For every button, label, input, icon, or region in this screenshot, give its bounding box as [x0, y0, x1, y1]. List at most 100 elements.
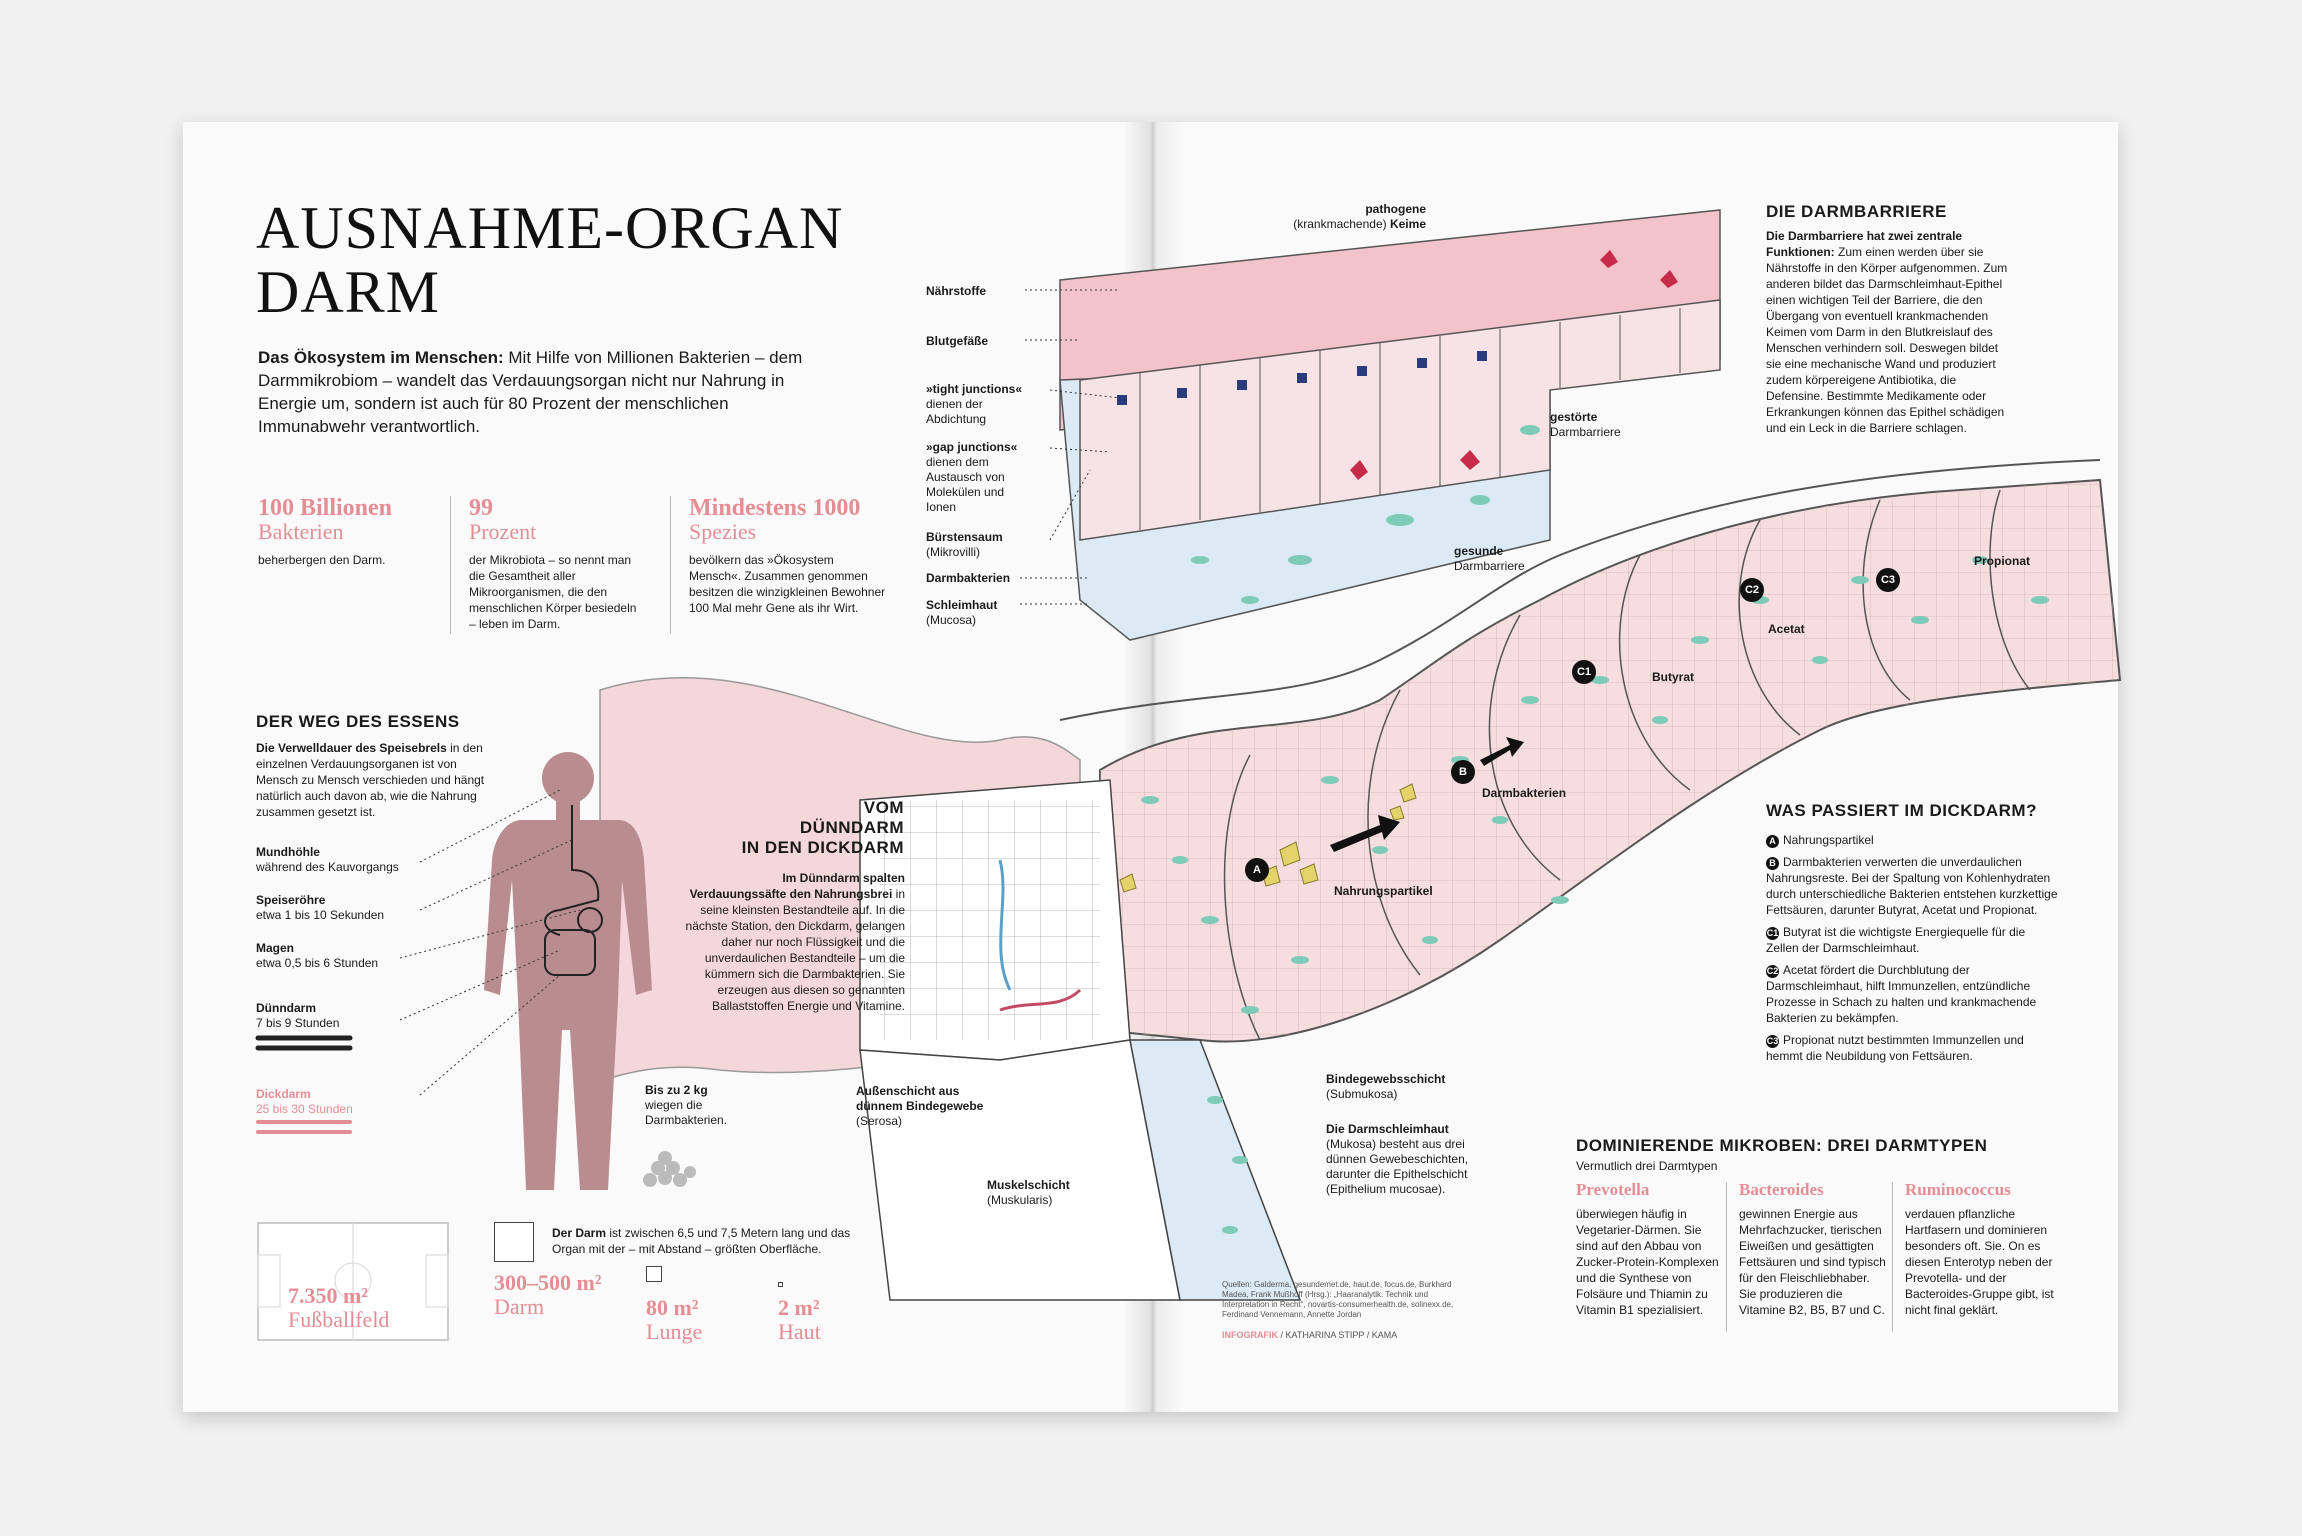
label-text: Nahrungspartikel: [1334, 884, 1433, 898]
stage-time: etwa 1 bis 10 Sekunden: [256, 908, 385, 922]
label-text: Blutgefäße: [926, 334, 989, 348]
vom-heading-line: DÜNNDARM: [799, 818, 904, 837]
area-num: 2 m²: [778, 1295, 820, 1320]
list-key: C1: [1766, 927, 1779, 940]
marker-b: B: [1451, 760, 1475, 784]
stat-sub: Spezies: [689, 519, 757, 544]
area-num: 300–500 m²: [494, 1270, 602, 1295]
area-haut: 2 m² Haut: [778, 1296, 821, 1344]
type-text: gewinnen Energie aus Mehrfachzucker, tie…: [1739, 1207, 1886, 1317]
label-schleimhaut: Schleimhaut(Mucosa): [926, 598, 997, 628]
stage-name: Dünndarm: [256, 1001, 316, 1015]
label-sub: (Muskularis): [987, 1193, 1053, 1207]
label-acetat: Acetat: [1768, 622, 1805, 637]
list-key: C3: [1766, 1035, 1779, 1048]
title-line-2: DARM: [256, 259, 441, 325]
stage-time: während des Kauvorgangs: [256, 860, 399, 874]
title-line-1: AUSNAHME-ORGAN: [256, 195, 844, 261]
stage-time: etwa 0,5 bis 6 Stunden: [256, 956, 379, 970]
lead-bold: Das Ökosystem im Menschen:: [258, 348, 504, 367]
stat-text: beherbergen den Darm.: [258, 553, 386, 567]
label-muskelschicht: Muskelschicht(Muskularis): [987, 1178, 1070, 1208]
weg-intro-text: in den einzelnen Verdauungsorganen ist v…: [256, 741, 485, 819]
area-darm: 300–500 m² Darm: [494, 1271, 614, 1319]
label-text: »tight junctions«: [926, 382, 1022, 396]
label-text: Muskelschicht: [987, 1178, 1070, 1192]
darmbarriere-body: Zum einen werden über sie Nährstoffe in …: [1766, 245, 2008, 435]
divider: [450, 496, 451, 634]
label-text: »gap junctions«: [926, 440, 1018, 454]
darmbarriere-text: Die Darmbarriere hat zwei zentrale Funkt…: [1766, 228, 2010, 436]
label-sub: (Mikrovilli): [926, 545, 980, 559]
area-intro-bold: Der Darm: [552, 1226, 607, 1240]
label-text: Butyrat: [1652, 670, 1695, 684]
label-butyrat: Butyrat: [1652, 670, 1694, 685]
label-bindegewebe: Bindegewebsschicht(Submukosa): [1326, 1072, 1445, 1102]
list-text: Butyrat ist die wichtigste Energiequelle…: [1766, 925, 2026, 955]
list-text: Nahrungspartikel: [1783, 833, 1874, 847]
type-text: überwiegen häufig in Vegetarier-Därmen. …: [1576, 1207, 1719, 1317]
credit: INFOGRAFIK / KATHARINA STIPP / KAMA: [1222, 1330, 1397, 1340]
marker-c2: C2: [1740, 578, 1764, 602]
stat-big: Mindestens 1000: [689, 495, 861, 521]
human-body-silhouette: [484, 752, 652, 1190]
list-item: A Nahrungspartikel: [1766, 832, 2060, 848]
darmbarriere-heading: DIE DARMBARRIERE: [1766, 202, 1947, 221]
stat-sub: Bakterien: [258, 519, 344, 544]
area-lbl: Fußballfeld: [288, 1307, 390, 1332]
darmbarriere-bold: Die Darmbarriere hat zwei zentrale Funkt…: [1766, 229, 1963, 259]
label-text: Acetat: [1768, 622, 1805, 636]
area-num: 7.350 m²: [288, 1283, 368, 1308]
list-key: C2: [1766, 965, 1779, 978]
stat-bakterien: 100 Billionen Bakterien beherbergen den …: [258, 496, 438, 568]
weg-intro-bold: Die Verwelldauer des Speisebrels: [256, 741, 447, 755]
type-name: Ruminococcus: [1905, 1180, 2011, 1199]
label-sub: dienen der Abdichtung: [926, 397, 987, 426]
type-ruminococcus: Ruminococcus verdauen pflanzliche Hartfa…: [1905, 1180, 2055, 1318]
label-propionat: Propionat: [1974, 554, 2030, 569]
area-lbl: Darm: [494, 1294, 545, 1319]
mikroben-sub: Vermutlich drei Darmtypen: [1576, 1159, 1718, 1173]
marker-c1: C1: [1572, 660, 1596, 684]
stat-prozent: 99 Prozent der Mikrobiota – so nennt man…: [469, 496, 639, 632]
area-lbl: Haut: [778, 1319, 821, 1344]
lead-text: Mit Hilfe von Millionen Bakterien – dem …: [258, 348, 803, 436]
type-name: Prevotella: [1576, 1180, 1650, 1199]
label-sub: Darmbarriere: [1550, 425, 1621, 439]
marker-a: A: [1245, 858, 1269, 882]
label-text: Bindegewebsschicht: [1326, 1072, 1446, 1086]
vom-text: Im Dünndarm spalten Verdauungssäfte den …: [683, 870, 905, 1014]
stage-time: 7 bis 9 Stunden: [256, 1016, 340, 1030]
stage-name: Speiseröhre: [256, 893, 326, 907]
list-text: Propionat nutzt bestimmten Immunzellen u…: [1766, 1033, 2024, 1063]
list-text: Darmbakterien verwerten die unverdaulich…: [1766, 855, 2058, 917]
vom-heading-line: IN DEN DICKDARM: [741, 838, 904, 857]
label-text: Darmbakterien: [926, 571, 1011, 585]
type-bacteroides: Bacteroides gewinnen Energie aus Mehrfac…: [1739, 1180, 1889, 1318]
label-text: Nährstoffe: [926, 284, 987, 298]
list-text: Acetat fördert die Durchblutung der Darm…: [1766, 963, 2037, 1025]
area-fussball: 7.350 m² Fußballfeld: [288, 1284, 389, 1332]
mikroben-heading: DOMINIERENDE MIKROBEN: DREI DARMTYPEN: [1576, 1136, 1988, 1155]
label-sub: dienen dem Austausch von Molekülen und I…: [926, 455, 1005, 514]
vom-bold: Im Dünndarm spalten Verdauungssäfte den …: [689, 871, 905, 901]
label-sub: (Mucosa): [926, 613, 977, 627]
label-darmbakterien-tube: Darmbakterien: [1482, 786, 1566, 801]
stage-name: Dickdarm: [256, 1087, 311, 1101]
marker-c3: C3: [1876, 568, 1900, 592]
area-square-lunge: [646, 1266, 662, 1282]
label-naehrstoffe: Nährstoffe: [926, 284, 986, 299]
type-text: verdauen pflanzliche Hartfasern und domi…: [1905, 1207, 2054, 1317]
list-key: A: [1766, 835, 1779, 848]
divider: [670, 496, 671, 634]
vom-heading-line: VOM: [863, 798, 904, 817]
stat-big: 99: [469, 495, 493, 521]
stage-time: 25 bis 30 Stunden: [256, 1102, 353, 1116]
